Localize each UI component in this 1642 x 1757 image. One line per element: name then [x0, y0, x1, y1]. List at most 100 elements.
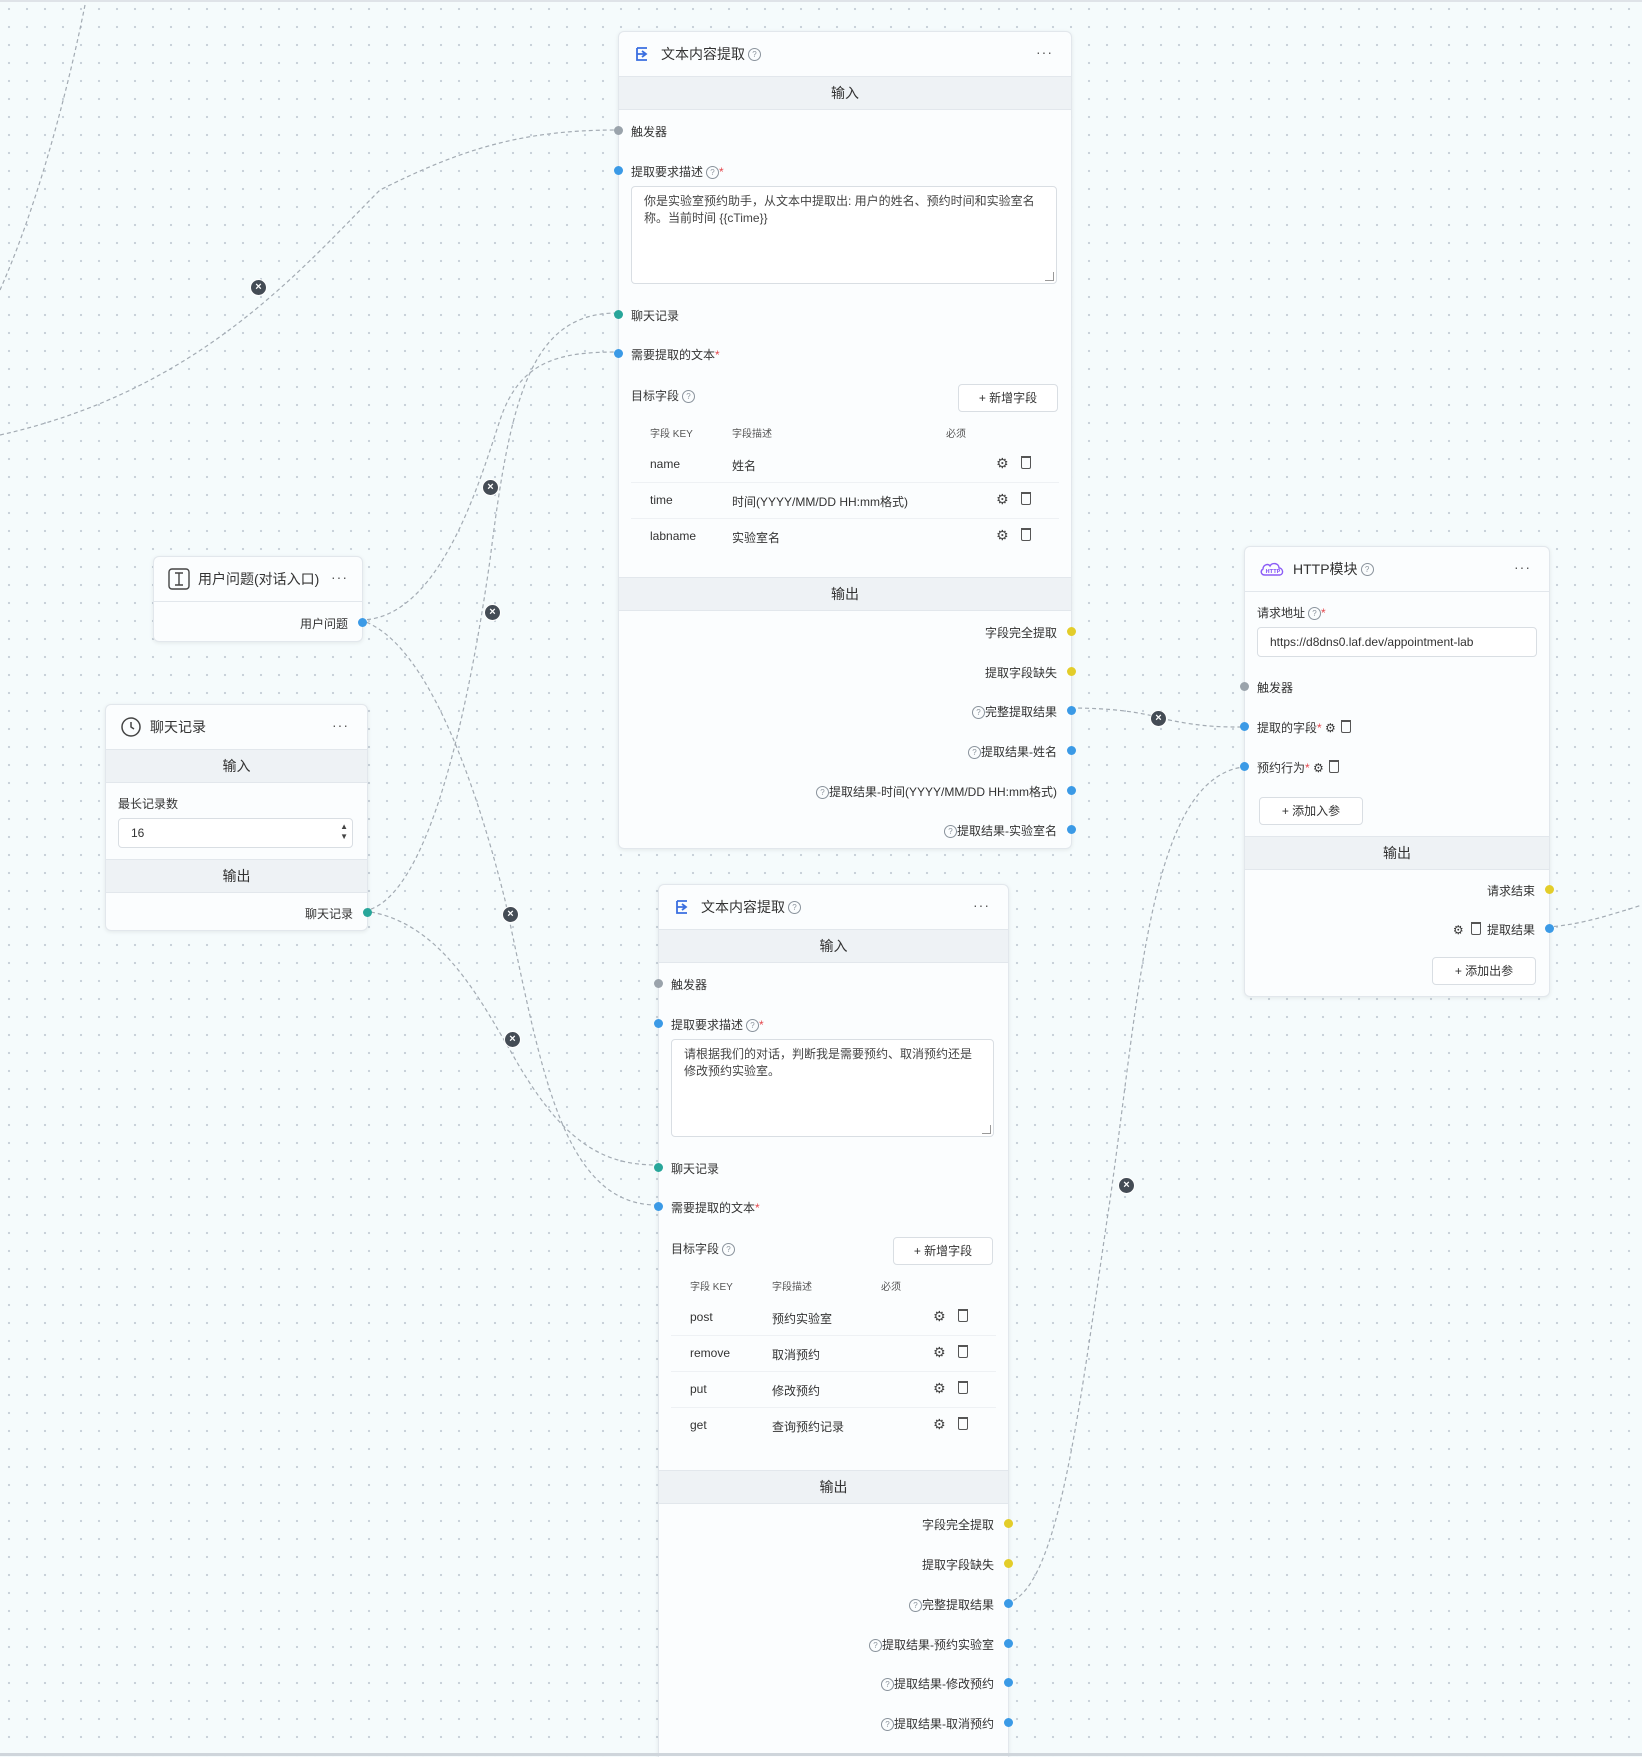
output-handle[interactable]: [358, 618, 367, 627]
trash-icon[interactable]: [958, 1417, 968, 1430]
trigger-handle[interactable]: [1240, 682, 1249, 691]
output-handle[interactable]: [1004, 1559, 1013, 1568]
output-handle[interactable]: [1067, 825, 1076, 834]
output-handle[interactable]: [1004, 1599, 1013, 1608]
trigger-handle[interactable]: [614, 126, 623, 135]
delete-edge-button[interactable]: ×: [504, 1031, 521, 1048]
user-question-node[interactable]: 用户问题(对话入口) ··· 用户问题: [153, 556, 367, 642]
output-handle[interactable]: [1067, 706, 1076, 715]
help-icon[interactable]: ?: [1308, 607, 1322, 621]
history-handle[interactable]: [654, 1163, 663, 1172]
help-icon[interactable]: ?: [746, 1019, 760, 1033]
gear-icon[interactable]: ⚙: [996, 527, 1009, 543]
url-input[interactable]: https://d8dns0.laf.dev/appointment-lab: [1257, 627, 1537, 657]
stepper-arrows-icon[interactable]: ▲▼: [340, 822, 348, 841]
help-icon[interactable]: ?: [881, 1678, 894, 1692]
param-handle[interactable]: [1240, 762, 1249, 771]
output-handle[interactable]: [1067, 746, 1076, 755]
output-handle[interactable]: [363, 908, 372, 917]
max-records-input[interactable]: 16 ▲▼: [118, 818, 353, 848]
gear-icon[interactable]: ⚙: [933, 1380, 946, 1396]
output-handle[interactable]: [1004, 1718, 1013, 1727]
trash-icon[interactable]: [958, 1381, 968, 1394]
delete-edge-button[interactable]: ×: [250, 279, 267, 296]
node-header[interactable]: HTTP HTTP模块 ? ···: [1245, 547, 1549, 592]
delete-edge-button[interactable]: ×: [502, 906, 519, 923]
trash-icon[interactable]: [1021, 528, 1031, 541]
output-handle[interactable]: [1004, 1519, 1013, 1528]
help-icon[interactable]: ?: [788, 900, 801, 914]
help-icon[interactable]: ?: [1360, 562, 1374, 576]
description-handle[interactable]: [614, 166, 623, 175]
description-handle[interactable]: [654, 1019, 663, 1028]
output-handle[interactable]: [1004, 1678, 1013, 1687]
chat-history-node[interactable]: 聊天记录 ··· 输入 最长记录数 16 ▲▼ 输出 聊天记录: [105, 704, 372, 931]
output-handle[interactable]: [1545, 885, 1554, 894]
more-icon[interactable]: ···: [973, 897, 990, 913]
extract-node-2[interactable]: 文本内容提取 ? ··· 输入 触发器 提取要求描述?* 请根据我们的对话，判断…: [654, 884, 1013, 1757]
delete-edge-button[interactable]: ×: [484, 604, 501, 621]
help-icon[interactable]: ?: [968, 746, 981, 760]
output-handle[interactable]: [1067, 627, 1076, 636]
trash-icon[interactable]: [958, 1345, 968, 1358]
extract-node-1[interactable]: 文本内容提取 ? ··· 输入 触发器 提取要求描述?* 你是实验室预约助手，从…: [614, 31, 1076, 849]
gear-icon[interactable]: ⚙: [996, 491, 1009, 507]
add-field-button[interactable]: + 新增字段: [893, 1237, 993, 1265]
trash-icon[interactable]: [1470, 922, 1481, 935]
help-icon[interactable]: ?: [706, 166, 720, 180]
delete-edge-button[interactable]: ×: [1150, 710, 1167, 727]
output-label: ?提取结果-修改预约: [878, 1675, 994, 1692]
delete-edge-button[interactable]: ×: [1118, 1177, 1135, 1194]
add-input-button[interactable]: + 添加入参: [1259, 797, 1363, 825]
help-icon[interactable]: ?: [881, 1718, 894, 1732]
gear-icon[interactable]: ⚙: [1325, 721, 1336, 735]
gear-icon[interactable]: ⚙: [933, 1308, 946, 1324]
node-header[interactable]: 用户问题(对话入口) ···: [154, 557, 362, 602]
description-textarea[interactable]: 你是实验室预约助手，从文本中提取出: 用户的姓名、预约时间和实验室名称。当前时间…: [631, 186, 1057, 284]
node-header[interactable]: 文本内容提取 ? ···: [659, 885, 1008, 929]
delete-edge-button[interactable]: ×: [482, 479, 499, 496]
trash-icon[interactable]: [1021, 492, 1031, 505]
output-handle[interactable]: [1067, 667, 1076, 676]
param-handle[interactable]: [1240, 722, 1249, 731]
resize-handle[interactable]: [982, 1125, 991, 1134]
more-icon[interactable]: ···: [332, 717, 349, 733]
add-field-button[interactable]: + 新增字段: [958, 384, 1058, 412]
help-icon[interactable]: ?: [971, 706, 985, 720]
more-icon[interactable]: ···: [331, 569, 348, 585]
help-icon[interactable]: ?: [748, 47, 761, 61]
trigger-handle[interactable]: [654, 979, 663, 988]
output-section-header: 输出: [659, 1470, 1008, 1504]
help-icon[interactable]: ?: [682, 390, 696, 404]
help-icon[interactable]: ?: [908, 1599, 922, 1613]
output-handle[interactable]: [1545, 924, 1554, 933]
gear-icon[interactable]: ⚙: [996, 455, 1009, 471]
gear-icon[interactable]: ⚙: [1313, 761, 1324, 775]
trash-icon[interactable]: [958, 1309, 968, 1322]
node-header[interactable]: 文本内容提取 ? ···: [619, 32, 1071, 76]
trash-icon[interactable]: [1021, 456, 1031, 469]
text-handle[interactable]: [654, 1202, 663, 1211]
table-row: labname 实验室名 ⚙: [631, 518, 1059, 554]
gear-icon[interactable]: ⚙: [933, 1344, 946, 1360]
help-icon[interactable]: ?: [944, 825, 957, 839]
description-textarea[interactable]: 请根据我们的对话，判断我是需要预约、取消预约还是修改预约实验室。: [671, 1039, 994, 1137]
add-output-button[interactable]: + 添加出参: [1432, 957, 1536, 985]
node-header[interactable]: 聊天记录 ···: [106, 705, 367, 749]
text-handle[interactable]: [614, 349, 623, 358]
help-icon[interactable]: ?: [869, 1639, 882, 1653]
output-handle[interactable]: [1067, 786, 1076, 795]
help-icon[interactable]: ?: [816, 786, 829, 800]
help-icon[interactable]: ?: [722, 1243, 736, 1257]
trash-icon[interactable]: [1329, 760, 1340, 773]
resize-handle[interactable]: [1045, 272, 1054, 281]
output-handle[interactable]: [1004, 1639, 1013, 1648]
trash-icon[interactable]: [1341, 720, 1352, 733]
more-icon[interactable]: ···: [1514, 559, 1531, 575]
gear-icon[interactable]: ⚙: [933, 1416, 946, 1432]
http-node[interactable]: HTTP HTTP模块 ? ··· 请求地址?* https://d8dns0.…: [1240, 546, 1554, 997]
gear-icon[interactable]: ⚙: [1452, 923, 1464, 937]
history-handle[interactable]: [614, 310, 623, 319]
more-icon[interactable]: ···: [1036, 44, 1053, 60]
field-key: labname: [650, 529, 697, 543]
